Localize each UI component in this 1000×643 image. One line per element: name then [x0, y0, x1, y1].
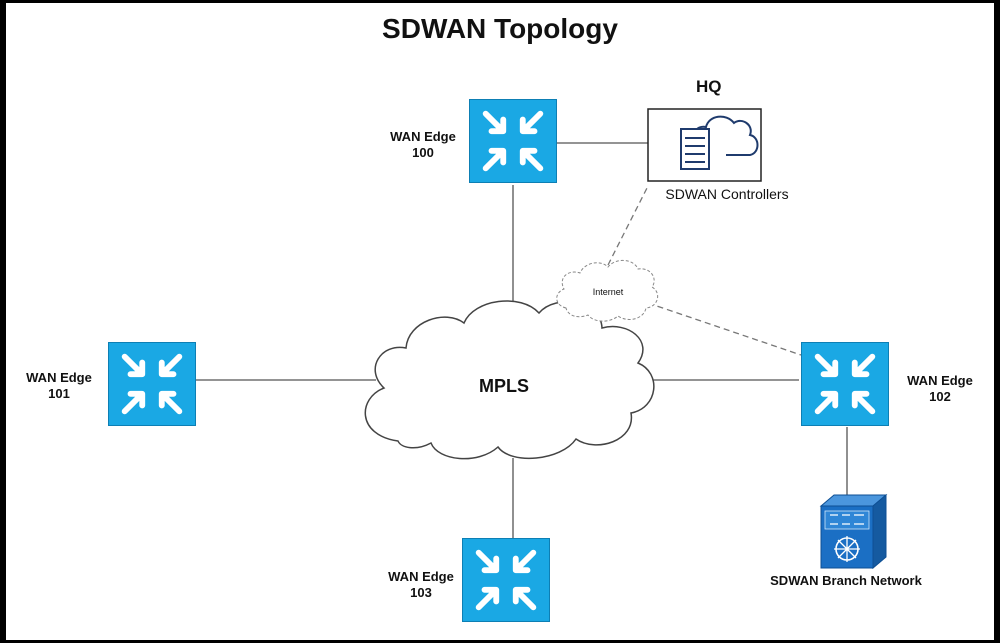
wan-edge-101-label: WAN Edge 101 — [26, 370, 92, 401]
branch-network-label: SDWAN Branch Network — [770, 573, 922, 588]
wan-edge-103-router-icon — [462, 538, 550, 622]
wan-edge-100-router-icon — [469, 99, 557, 183]
hq-label: HQ — [696, 77, 722, 96]
controller-server-cloud-icon — [680, 115, 759, 170]
wan-edge-100-label: WAN Edge 100 — [390, 129, 456, 160]
wan-edge-101-router-icon — [108, 342, 196, 426]
wan-edge-102-router-icon — [801, 342, 889, 426]
internet-label: Internet — [592, 287, 624, 297]
mpls-label: MPLS — [478, 376, 529, 396]
diagram-title: SDWAN Topology — [382, 13, 618, 44]
link-internet-hq-dashed — [607, 187, 648, 266]
controllers-label: SDWAN Controllers — [665, 186, 789, 202]
mpls-cloud — [364, 300, 655, 460]
internet-cloud — [556, 260, 659, 322]
wan-edge-103-label: WAN Edge 103 — [388, 569, 454, 600]
topology-links — [194, 108, 888, 570]
branch-switch-icon — [819, 493, 888, 570]
link-internet-102-dashed — [647, 302, 802, 356]
diagram-canvas: SDWAN Topology HQ SDWAN Controllers Inte… — [6, 3, 994, 640]
wan-edge-102-label: WAN Edge 102 — [907, 373, 973, 404]
